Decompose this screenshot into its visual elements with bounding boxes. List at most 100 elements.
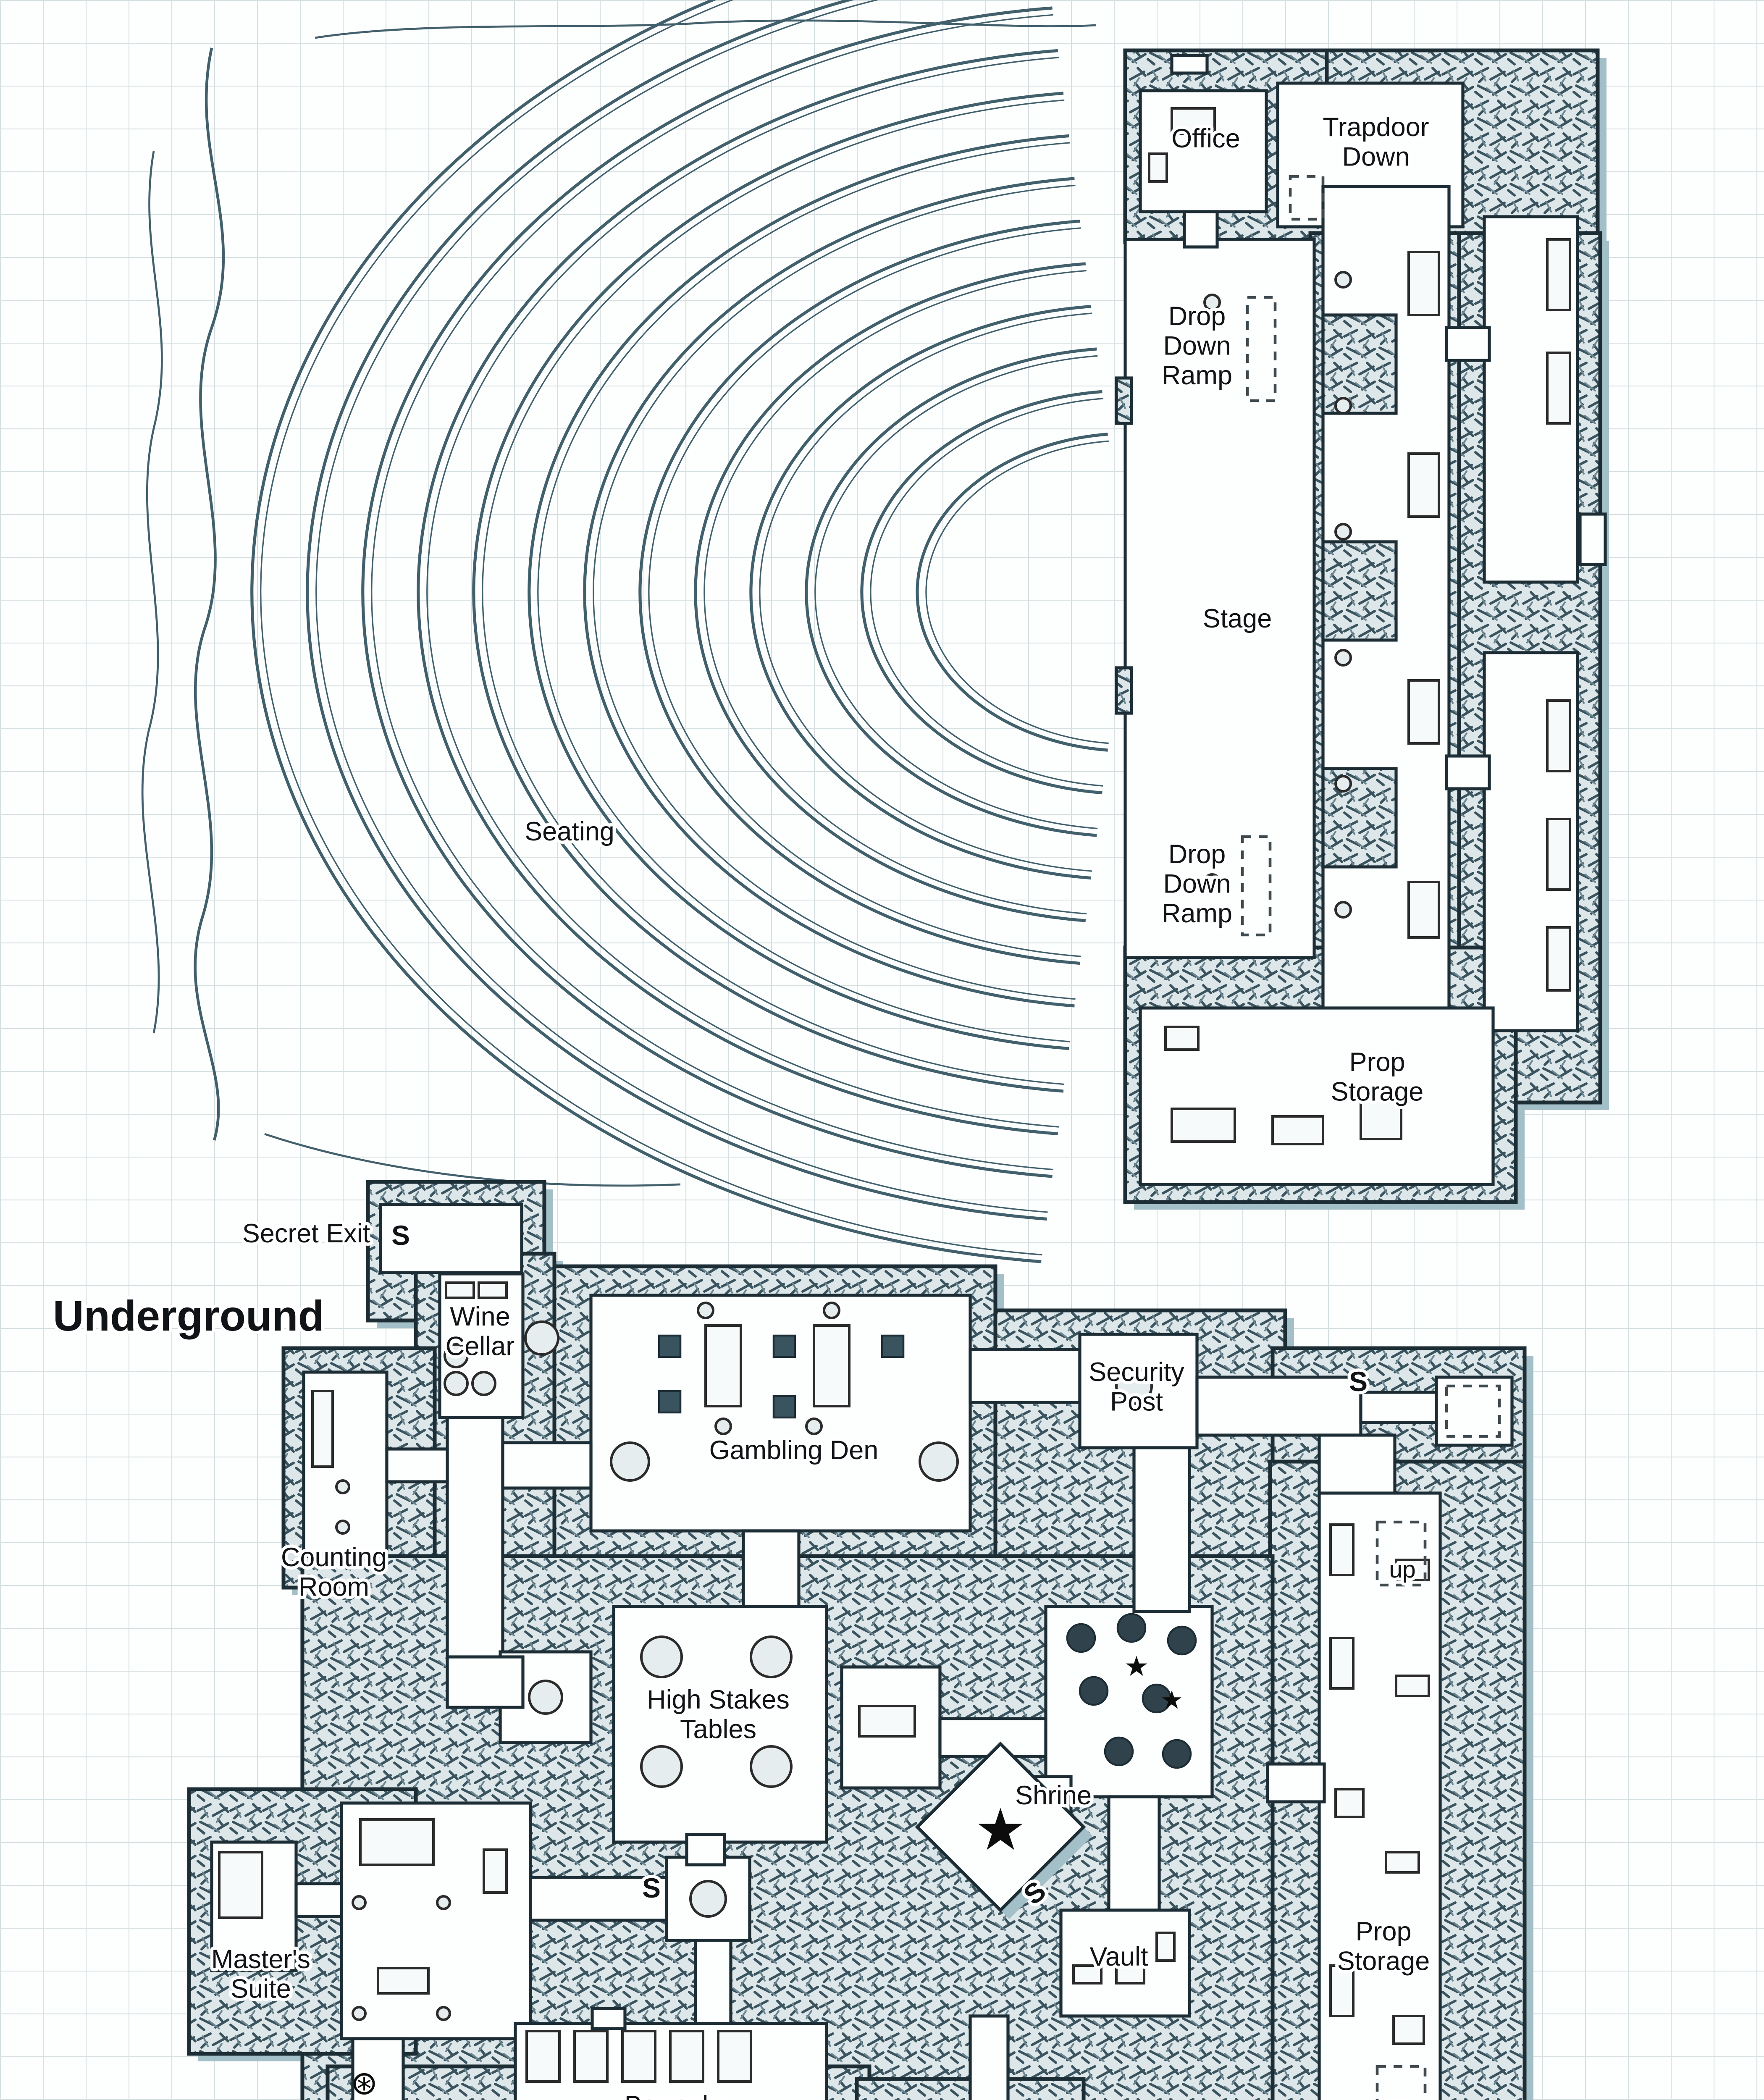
stool: [658, 1334, 682, 1358]
seat-arc: [694, 262, 1086, 922]
map-label-line: Trapdoor: [1323, 113, 1429, 142]
map-label-line: Prop: [1355, 1917, 1411, 1946]
room-floor: [1578, 512, 1607, 566]
furniture-circle: [823, 1302, 840, 1319]
room-floor: [385, 1447, 449, 1483]
map-label-line: Storage: [1331, 1077, 1424, 1107]
game-table-circle: [1066, 1623, 1096, 1653]
furniture-circle: [1334, 397, 1352, 415]
furniture-rect: [669, 2030, 704, 2083]
map-label-line: Ramp: [1162, 899, 1232, 928]
map-label-line: Shrine: [1015, 1781, 1092, 1810]
furniture-rect: [218, 1851, 263, 1919]
seat-arc: [583, 177, 1075, 1008]
furniture-circle: [528, 1680, 563, 1715]
map-label: S: [642, 1872, 661, 1903]
map-label-line: Room: [299, 1572, 369, 1602]
seat-arc-inner: [260, 0, 1042, 1256]
room-floor: [1132, 1446, 1191, 1613]
furniture-rect: [1329, 1637, 1354, 1690]
furniture-rect: [1360, 1097, 1402, 1140]
room-floor: [742, 1529, 801, 1611]
furniture-rect: [1072, 1964, 1102, 1984]
room-floor: [1059, 1908, 1191, 2018]
furniture-rect: [1407, 251, 1440, 316]
map-label-line: Down: [1342, 142, 1410, 172]
furniture-rect: [1329, 1964, 1354, 2017]
room-floor: [1445, 326, 1491, 362]
room-floor: [694, 1939, 732, 2030]
seat-arc-inner: [593, 184, 1076, 1000]
furniture-circle: [444, 1371, 469, 1396]
room-floor: [294, 1882, 343, 1918]
shrine-room: [915, 1741, 1092, 1919]
furniture-rect: [483, 1848, 508, 1894]
furniture-rect: [1164, 1026, 1200, 1051]
furniture-circle: [689, 1880, 727, 1918]
map-label: S: [1349, 1366, 1368, 1397]
furniture-rect: [1546, 926, 1571, 992]
room-floor: [1183, 210, 1219, 249]
map-label-line: Master's: [211, 1945, 310, 1974]
furniture-circle: [335, 1479, 350, 1494]
hazard-icon: ⊛: [350, 2064, 378, 2100]
seat-arc: [361, 6, 1053, 1178]
furniture-rect: [1407, 679, 1440, 745]
room-floor: [1170, 54, 1209, 75]
wall-nub: [1321, 767, 1398, 869]
seat-arc: [472, 92, 1064, 1093]
map-label: Vault: [1090, 1942, 1148, 1971]
map-label-line: Post: [1110, 1387, 1163, 1417]
room-floor: [446, 1655, 525, 1709]
map-label: S: [391, 1220, 410, 1251]
furniture-rect: [1546, 818, 1571, 891]
map-label-line: Suite: [231, 1974, 291, 2004]
map-label-line: Ramp: [1162, 361, 1232, 390]
furniture-rect: [1395, 1559, 1430, 1581]
furniture-rect: [1115, 1964, 1145, 1984]
furniture-circle: [1334, 523, 1352, 541]
map-label: up: [1385, 2093, 1412, 2100]
room-floor: [1124, 238, 1316, 959]
map-label-line: Secret Exit: [242, 1219, 370, 1248]
furniture-circle: [436, 2006, 451, 2021]
furniture-rect: [1155, 1932, 1176, 1962]
map-label-line: S: [1349, 1366, 1368, 1397]
furniture-circle: [610, 1441, 650, 1482]
room-floor: [1139, 89, 1268, 213]
seat-arc: [417, 49, 1058, 1136]
wall-nub: [1321, 313, 1398, 415]
map-label-line: Office: [1171, 124, 1240, 153]
seat-arc-inner: [482, 99, 1065, 1085]
seat-arc-inner: [537, 142, 1070, 1042]
dashed-hatch: [1289, 175, 1325, 221]
seat-arc-inner: [814, 355, 1098, 830]
furniture-circle: [1334, 775, 1352, 793]
map-label: Shrine: [1015, 1781, 1092, 1810]
furniture-circle: [471, 1371, 496, 1396]
seat-arc: [528, 134, 1069, 1050]
seat-arc-inner: [925, 440, 1109, 744]
map-label-line: Drop: [1168, 840, 1226, 869]
map-label-line: Gambling Den: [709, 1436, 879, 1465]
star-icon: ★: [974, 1798, 1026, 1862]
map-label-line: Counting: [281, 1543, 387, 1572]
map-symbols: ★★★⊛: [350, 1651, 1183, 2100]
furniture-circle: [750, 1745, 793, 1788]
seat-arc: [250, 0, 1042, 1263]
underground-heading: Underground: [53, 1292, 324, 1340]
seat-arc-inner: [759, 312, 1092, 872]
room-floor: [379, 1203, 523, 1274]
room-floor: [969, 2014, 1010, 2100]
game-table-circle: [1167, 1625, 1197, 1656]
furniture-circle: [1334, 271, 1352, 289]
seat-arc-inner: [648, 227, 1081, 957]
furniture-rect: [377, 1967, 430, 1995]
furniture-circle: [640, 1745, 683, 1788]
